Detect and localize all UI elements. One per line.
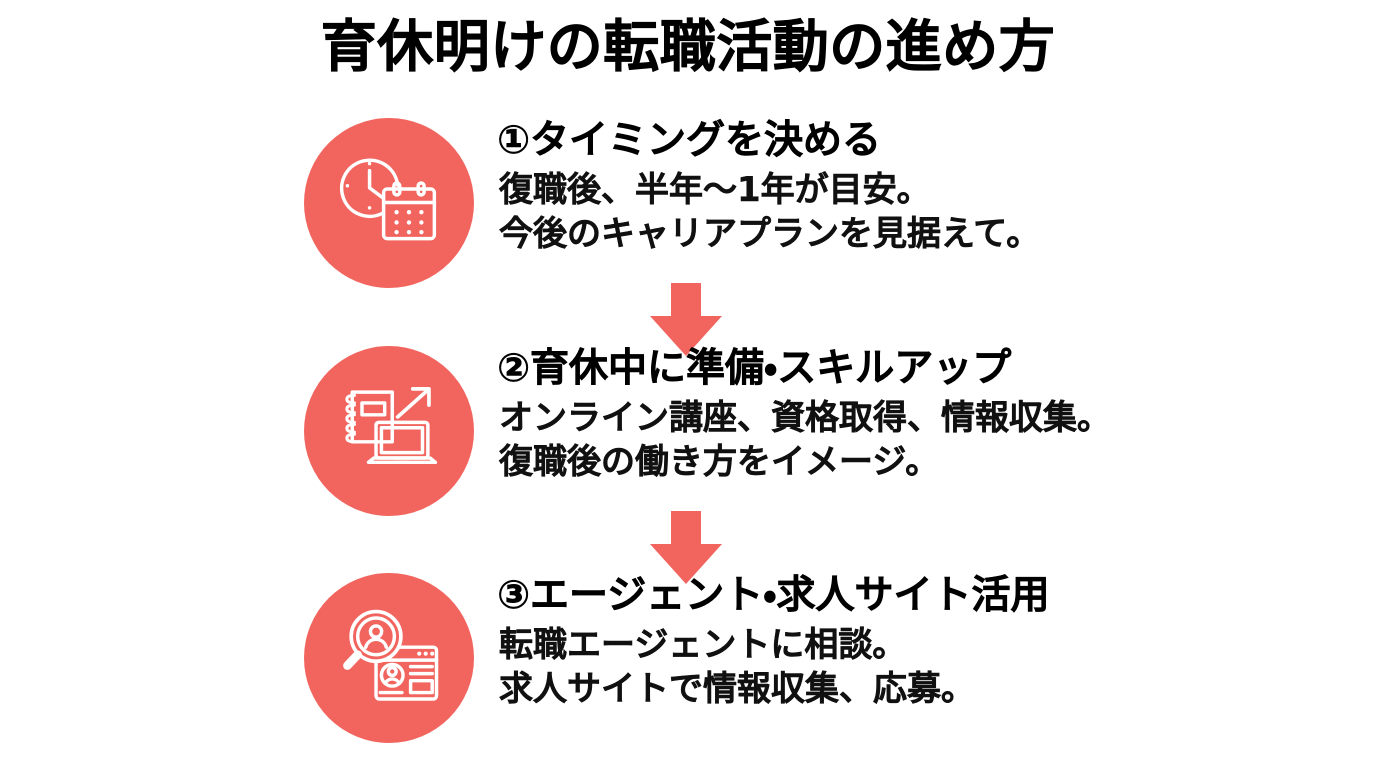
step-body-line: オンライン講座、資格取得、情報収集。 [499, 398, 1111, 438]
step-body-line: 復職後の働き方をイメージ。 [499, 442, 940, 482]
step-text-block: ③エージェント・求人サイト活用 転職エージェントに相談。 求人サイトで情報収集、… [497, 571, 1317, 711]
page-title: 育休明けの転職活動の進め方 [320, 15, 1056, 80]
down-arrow-shape [650, 283, 722, 356]
step-body-line: 復職後、半年〜1年が目安。 [499, 170, 931, 210]
step-heading: ②育休中に準備・スキルアップ [497, 346, 1012, 392]
step-row: ①タイミングを決める 復職後、半年〜1年が目安。 今後のキャリアプランを見据えて… [0, 116, 1376, 292]
down-arrow-icon [648, 283, 724, 357]
step-icon-container [304, 346, 474, 516]
step-body: オンライン講座、資格取得、情報収集。 復職後の働き方をイメージ。 [497, 396, 1317, 484]
step-text-block: ②育休中に準備・スキルアップ オンライン講座、資格取得、情報収集。 復職後の働き… [497, 344, 1317, 484]
step-row: ③エージェント・求人サイト活用 転職エージェントに相談。 求人サイトで情報収集、… [0, 571, 1376, 747]
step-row: ②育休中に準備・スキルアップ オンライン講座、資格取得、情報収集。 復職後の働き… [0, 344, 1376, 520]
step-icon-container [304, 118, 474, 288]
magnifier-profile-browser-icon [343, 609, 439, 701]
clock-calendar-icon [339, 158, 437, 241]
step-body-line: 今後のキャリアプランを見据えて。 [499, 214, 1041, 254]
step-text-block: ①タイミングを決める 復職後、半年〜1年が目安。 今後のキャリアプランを見据えて… [497, 116, 1317, 256]
step-badge-circle [304, 118, 474, 288]
step-heading: ①タイミングを決める [497, 118, 882, 164]
down-arrow-shape [650, 511, 722, 584]
step-heading: ③エージェント・求人サイト活用 [497, 573, 1050, 619]
step-badge-circle [304, 346, 474, 516]
step-body-line: 転職エージェントに相談。 [499, 625, 907, 665]
step-badge-circle [304, 573, 474, 743]
step-body: 転職エージェントに相談。 求人サイトで情報収集、応募。 [497, 623, 1317, 711]
step-body: 復職後、半年〜1年が目安。 今後のキャリアプランを見据えて。 [497, 168, 1317, 256]
step-body-line: 求人サイトで情報収集、応募。 [499, 669, 975, 709]
step-icon-container [304, 573, 474, 743]
down-arrow-icon [648, 511, 724, 585]
notebook-laptop-growth-icon [345, 387, 438, 465]
